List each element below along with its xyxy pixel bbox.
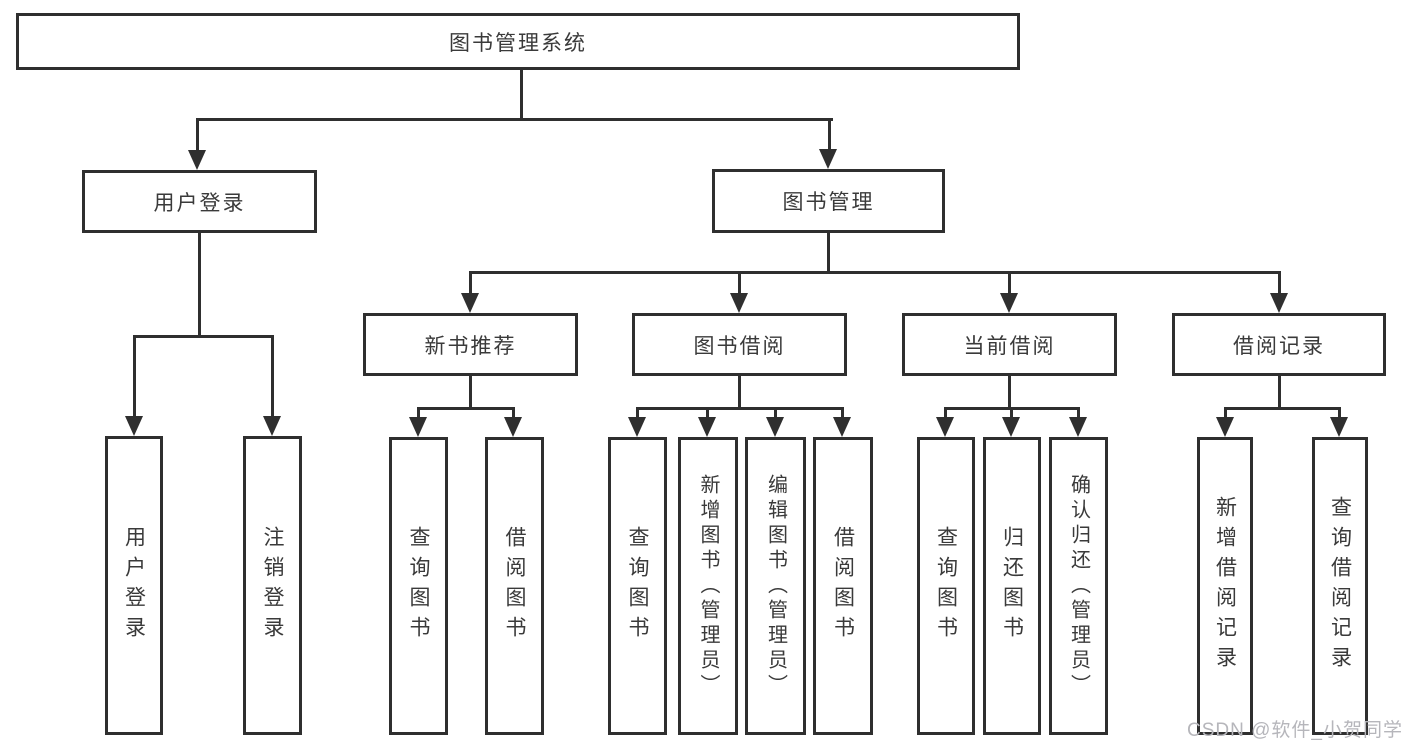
leaf-confirm-return-admin: 确认归还（管理员） (1049, 437, 1108, 735)
csdn-watermark: CSDN @软件_小贺同学 (1187, 720, 1403, 741)
connector-bb-leaf2 (706, 407, 709, 423)
connector-br-leaf2 (1338, 407, 1341, 423)
connector-records-stem (1278, 376, 1281, 409)
connector-cb-leaf1 (944, 407, 947, 423)
connector-cb-leaf3 (1077, 407, 1080, 423)
connector-new-book-rail (417, 407, 515, 410)
connector-borrowing-stem (738, 376, 741, 409)
arrow-nb-leaf2 (504, 417, 522, 437)
connector-root-stem (520, 70, 523, 118)
leaf-return-books: 归还图书 (983, 437, 1041, 735)
arrow-to-book-management (819, 149, 837, 169)
connector-current-stem (1008, 376, 1011, 409)
node-book-borrowing: 图书借阅 (632, 313, 847, 376)
connector-book-mgmt-rail (469, 271, 1281, 274)
connector-bb-leaf4 (841, 407, 844, 423)
node-current-borrowing: 当前借阅 (902, 313, 1117, 376)
leaf-borrow-books: 借阅图书 (813, 437, 873, 735)
arrow-bb-leaf2 (698, 417, 716, 437)
arrow-to-leaf-user-login (125, 416, 143, 436)
arrow-br-leaf2 (1330, 417, 1348, 437)
arrow-bb-leaf4 (833, 417, 851, 437)
connector-to-leaf-logout (271, 335, 274, 419)
connector-bb-leaf3 (774, 407, 777, 423)
arrow-to-leaf-logout (263, 416, 281, 436)
connector-to-current-borrowing (1008, 271, 1011, 297)
leaf-borrow-books-recommend: 借阅图书 (485, 437, 544, 735)
arrow-cb-leaf3 (1069, 417, 1087, 437)
arrow-cb-leaf1 (936, 417, 954, 437)
connector-nb-leaf2 (512, 407, 515, 423)
connector-to-user-login (196, 118, 199, 154)
arrow-to-current-borrowing (1000, 293, 1018, 313)
connector-records-rail (1224, 407, 1341, 410)
arrow-to-new-book (461, 293, 479, 313)
connector-bb-leaf1 (636, 407, 639, 423)
leaf-query-books-borrowing: 查询图书 (608, 437, 667, 735)
arrow-to-book-borrowing (730, 293, 748, 313)
connector-new-book-stem (469, 376, 472, 409)
connector-root-rail (196, 118, 833, 121)
connector-to-leaf-user-login (133, 335, 136, 419)
arrow-bb-leaf1 (628, 417, 646, 437)
arrow-to-borrowing-records (1270, 293, 1288, 313)
leaf-user-login: 用户登录 (105, 436, 163, 735)
connector-user-login-rail (133, 335, 274, 338)
arrow-br-leaf1 (1216, 417, 1234, 437)
arrow-bb-leaf3 (766, 417, 784, 437)
node-new-book-recommend: 新书推荐 (363, 313, 578, 376)
node-root-library-management-system: 图书管理系统 (16, 13, 1020, 70)
connector-to-new-book (469, 271, 472, 297)
connector-br-leaf1 (1224, 407, 1227, 423)
leaf-query-books-current: 查询图书 (917, 437, 975, 735)
node-book-management: 图书管理 (712, 169, 945, 233)
connector-book-mgmt-stem (827, 233, 830, 273)
connector-user-login-stem (198, 233, 201, 335)
node-user-login: 用户登录 (82, 170, 317, 233)
leaf-logout: 注销登录 (243, 436, 302, 735)
leaf-add-borrow-record: 新增借阅记录 (1197, 437, 1253, 735)
leaf-add-books-admin: 新增图书（管理员） (678, 437, 738, 735)
arrow-to-user-login (188, 150, 206, 170)
leaf-edit-books-admin: 编辑图书（管理员） (745, 437, 806, 735)
connector-cb-leaf2 (1010, 407, 1013, 423)
leaf-query-borrow-record: 查询借阅记录 (1312, 437, 1368, 735)
connector-to-book-management (828, 118, 831, 154)
connector-borrowing-rail (636, 407, 844, 410)
leaf-query-books-recommend: 查询图书 (389, 437, 448, 735)
connector-to-book-borrowing (738, 271, 741, 297)
connector-nb-leaf1 (417, 407, 420, 423)
arrow-nb-leaf1 (409, 417, 427, 437)
connector-to-borrowing-records (1278, 271, 1281, 297)
arrow-cb-leaf2 (1002, 417, 1020, 437)
node-borrowing-records: 借阅记录 (1172, 313, 1386, 376)
